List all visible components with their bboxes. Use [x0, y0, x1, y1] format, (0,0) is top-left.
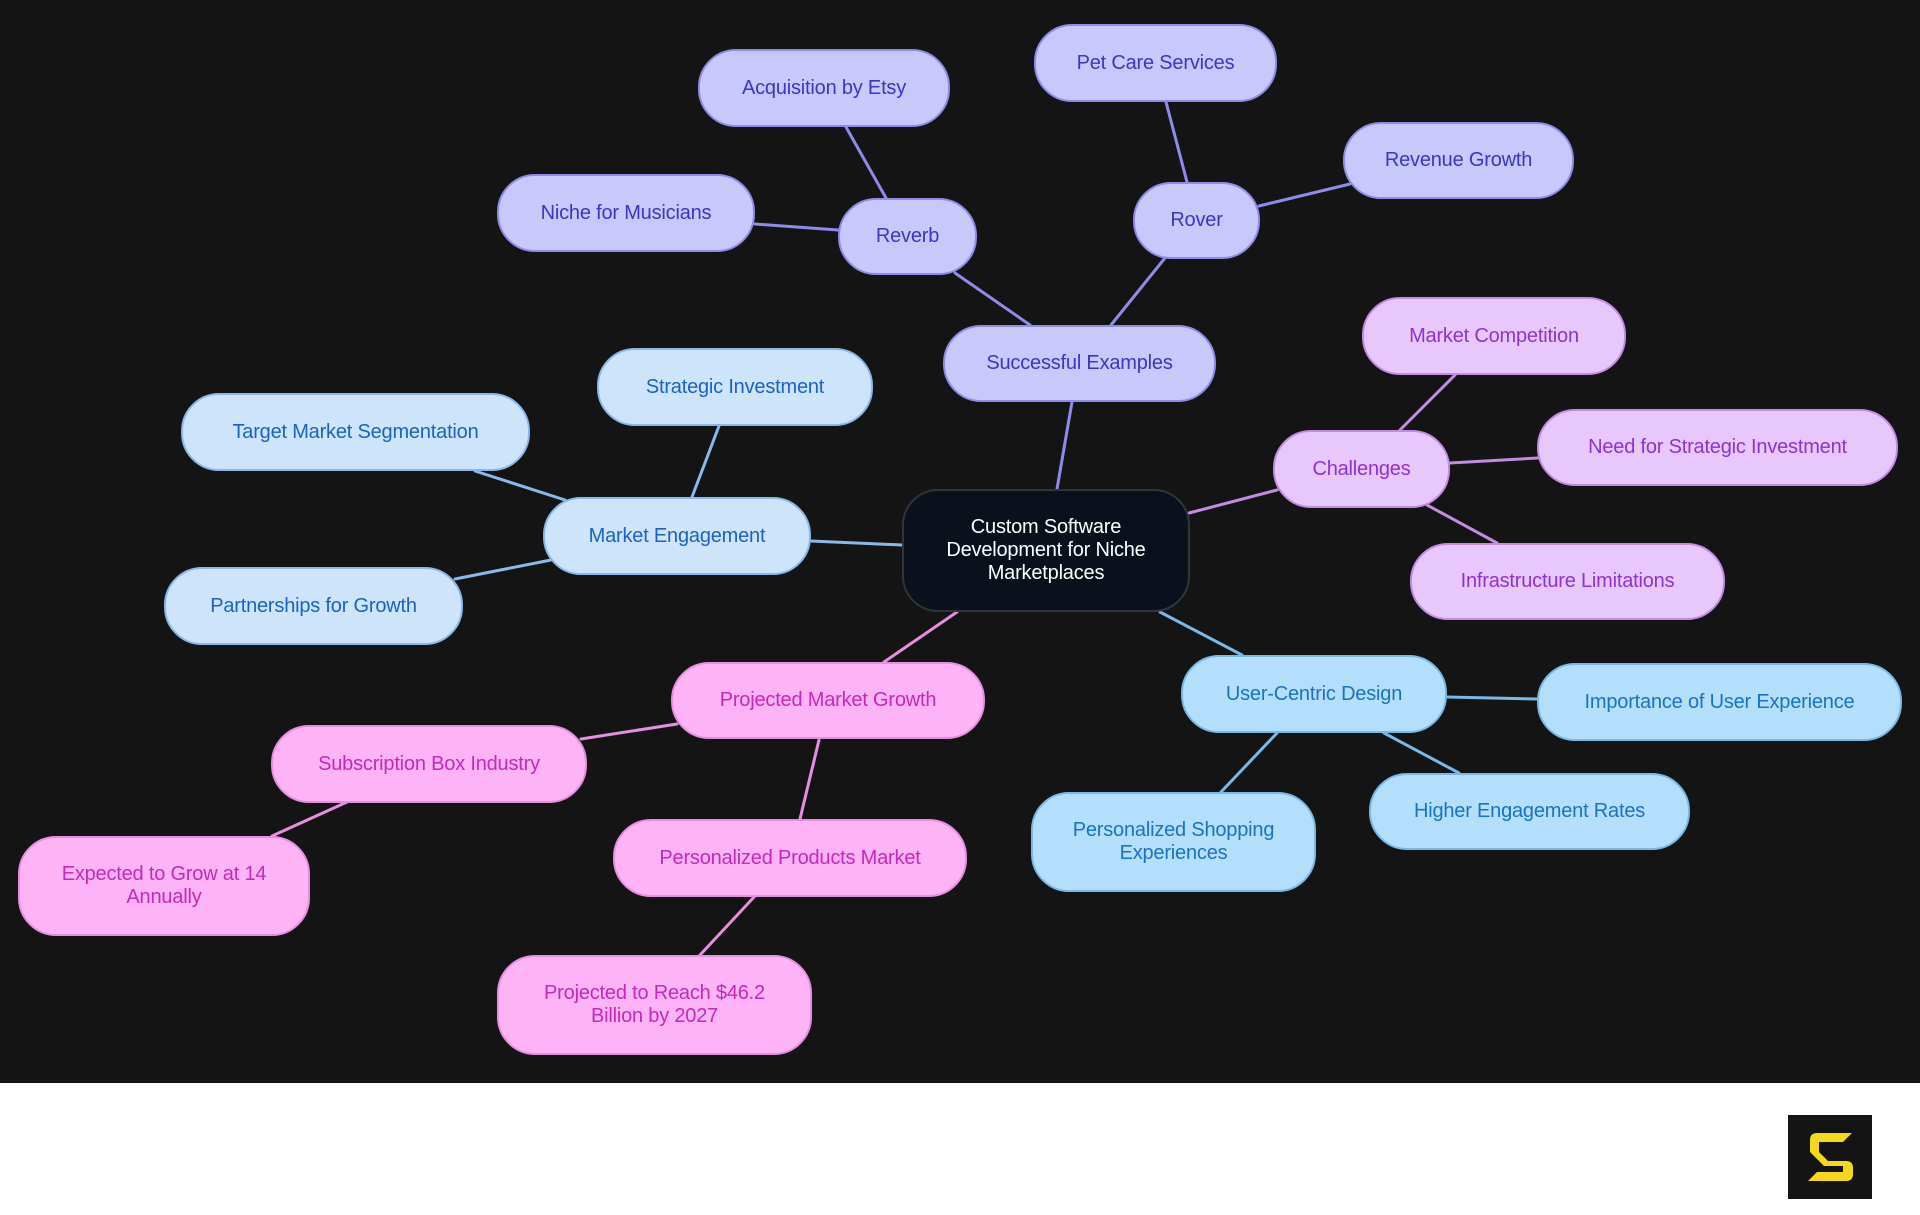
edge-challenges-need [1448, 456, 1540, 465]
node-challenges[interactable]: Challenges [1273, 430, 1450, 508]
root-node[interactable]: Custom Software Development for Niche Ma… [902, 489, 1190, 612]
edge-challenges-competition [1398, 373, 1457, 432]
node-successful-examples[interactable]: Successful Examples [943, 325, 1216, 402]
edge-usercentric-importance [1445, 695, 1539, 701]
edge-reverb-acquisition [844, 125, 888, 200]
edge-growth-subscription [579, 722, 679, 741]
edge-root-market-engagement [809, 539, 904, 547]
mind-map-canvas: Custom Software Development for Niche Ma… [0, 0, 1920, 1083]
node-target-market-segmentation[interactable]: Target Market Segmentation [181, 393, 530, 471]
node-market-competition[interactable]: Market Competition [1362, 297, 1626, 375]
node-revenue-growth[interactable]: Revenue Growth [1343, 122, 1574, 199]
edge-rover-petcare [1164, 100, 1189, 184]
node-partnerships-for-growth[interactable]: Partnerships for Growth [164, 567, 463, 645]
edge-challenges-infrastructure [1425, 503, 1499, 545]
node-user-centric-design[interactable]: User-Centric Design [1181, 655, 1447, 733]
edge-engagement-strategic [690, 424, 721, 499]
edge-root-projected-growth [882, 610, 959, 664]
edge-usercentric-personalized [1219, 731, 1279, 794]
root-line-1: Custom Software [970, 516, 1122, 538]
node-personalized-shopping-experiences[interactable]: Personalized Shopping Experiences [1031, 792, 1316, 892]
node-expected-to-grow[interactable]: Expected to Grow at 14 Annually [18, 836, 310, 936]
edge-root-challenges [1187, 488, 1279, 515]
edge-successful-reverb [953, 271, 1032, 327]
node-personalized-products-market[interactable]: Personalized Products Market [613, 819, 967, 897]
edge-root-successful-examples [1055, 400, 1074, 491]
edge-reverb-niche [753, 222, 840, 232]
root-line-3: Marketplaces [987, 562, 1105, 584]
node-need-for-strategic-investment[interactable]: Need for Strategic Investment [1537, 409, 1898, 486]
node-infrastructure-limitations[interactable]: Infrastructure Limitations [1410, 543, 1725, 620]
node-strategic-investment[interactable]: Strategic Investment [597, 348, 873, 426]
edge-root-user-centric [1158, 610, 1244, 657]
edge-successful-rover [1109, 256, 1167, 327]
node-importance-of-user-experience[interactable]: Importance of User Experience [1537, 663, 1902, 741]
node-higher-engagement-rates[interactable]: Higher Engagement Rates [1369, 773, 1690, 850]
node-niche-for-musicians[interactable]: Niche for Musicians [497, 174, 755, 252]
edge-subscription-expected [270, 800, 349, 838]
s-logo-icon [1788, 1115, 1872, 1199]
node-subscription-box-industry[interactable]: Subscription Box Industry [271, 725, 587, 803]
node-projected-to-reach[interactable]: Projected to Reach $46.2 Billion by 2027 [497, 955, 812, 1055]
node-rover[interactable]: Rover [1133, 182, 1260, 259]
node-reverb[interactable]: Reverb [838, 198, 977, 275]
node-market-engagement[interactable]: Market Engagement [543, 497, 811, 575]
node-pet-care-services[interactable]: Pet Care Services [1034, 24, 1277, 102]
edge-rover-revenue [1257, 182, 1352, 208]
edge-products-projected [698, 894, 757, 957]
node-projected-market-growth[interactable]: Projected Market Growth [671, 662, 985, 739]
edge-growth-personalized-products [798, 738, 821, 821]
node-acquisition-by-etsy[interactable]: Acquisition by Etsy [698, 49, 950, 127]
edge-engagement-partnerships [453, 558, 553, 581]
edge-engagement-target [473, 469, 567, 502]
root-line-2: Development for Niche [946, 539, 1146, 561]
edge-usercentric-higher [1382, 731, 1461, 775]
connector-lines [270, 100, 1540, 957]
